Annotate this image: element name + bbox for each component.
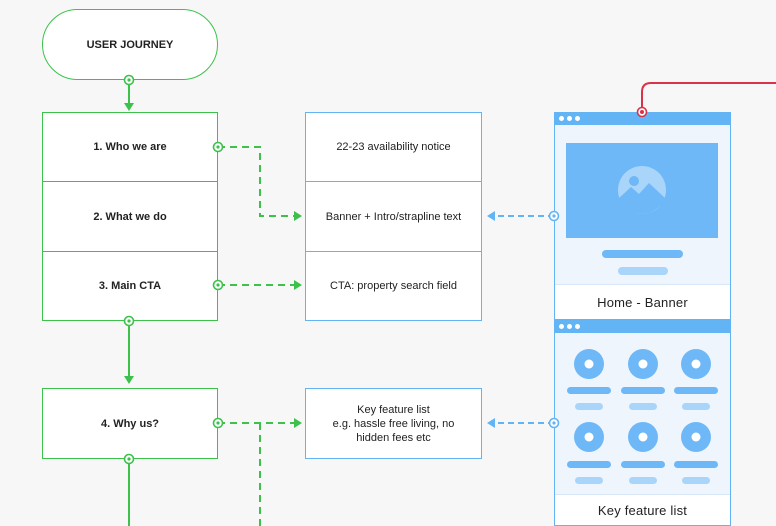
wireframe-caption-key-feature-list: Key feature list <box>555 494 730 525</box>
arrow-head <box>487 418 495 428</box>
arrow-head <box>487 211 495 221</box>
arrow-head <box>294 418 302 428</box>
image-placeholder-icon <box>618 166 666 214</box>
banner-text-line <box>602 250 683 258</box>
feature-item <box>674 422 718 484</box>
feature-item <box>567 422 611 484</box>
window-titlebar <box>555 321 730 333</box>
window-dots-icon <box>559 324 583 329</box>
content-key-features-line3: hidden fees etc <box>356 431 431 444</box>
arrow-head <box>124 376 134 384</box>
window-titlebar <box>555 113 730 125</box>
wireframe-home-banner[interactable]: Home - Banner <box>554 112 731 320</box>
step-why-us[interactable]: 4. Why us? <box>42 388 218 459</box>
content-availability-notice[interactable]: 22-23 availability notice <box>305 112 482 182</box>
feature-wire-content <box>567 349 718 484</box>
arrow-head <box>124 103 134 111</box>
content-key-features[interactable]: Key feature list e.g. hassle free living… <box>305 388 482 459</box>
content-banner-intro[interactable]: Banner + Intro/strapline text <box>305 181 482 252</box>
wireframe-caption-home-banner: Home - Banner <box>555 284 730 319</box>
banner-button-line <box>618 267 668 275</box>
start-node[interactable]: USER JOURNEY <box>42 9 218 80</box>
arrow-head <box>294 211 302 221</box>
content-key-features-line1: Key feature list <box>357 403 430 416</box>
step-main-cta[interactable]: 3. Main CTA <box>42 251 218 321</box>
feature-item <box>674 349 718 410</box>
arrow-head <box>294 280 302 290</box>
feature-item <box>621 422 665 484</box>
red-link-line <box>641 82 776 112</box>
feature-item <box>567 349 611 410</box>
wireframe-key-feature-list[interactable]: Key feature list <box>554 320 731 526</box>
banner-wire-content <box>566 143 718 275</box>
content-key-features-line2: e.g. hassle free living, no <box>332 417 455 430</box>
feature-item <box>621 349 665 410</box>
dashed-link-step1-to-banner <box>218 146 296 217</box>
step-what-we-do[interactable]: 2. What we do <box>42 181 218 252</box>
window-dots-icon <box>559 116 583 121</box>
step-who-we-are[interactable]: 1. Who we are <box>42 112 218 182</box>
content-cta-search[interactable]: CTA: property search field <box>305 251 482 321</box>
